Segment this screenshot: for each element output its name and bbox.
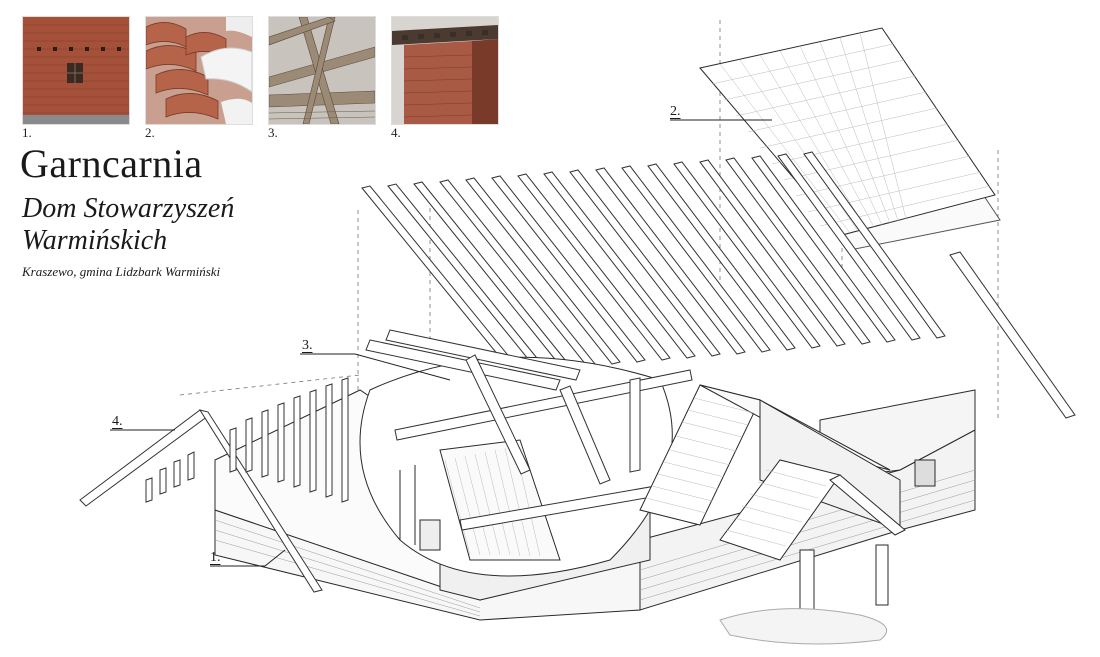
timber-roof-truss-photo-icon: [269, 17, 375, 124]
photo-brick-wall: [22, 16, 130, 125]
location-text: Kraszewo, gmina Lidzbark Warmiński: [22, 264, 221, 279]
interior-cutaway: [359, 356, 673, 577]
photo-number: 4.: [391, 125, 401, 140]
callout-label-3: 3.: [302, 338, 313, 353]
brick-wall-window-photo-icon: [23, 17, 129, 124]
photo-number: 1.: [22, 125, 32, 140]
roof-tiles-snow-photo-icon: [146, 17, 252, 124]
page-title: Garncarnia: [20, 141, 203, 186]
subtitle-line: Warmińskich: [22, 225, 168, 257]
callout-label-2: 2.: [670, 104, 681, 119]
photo-number: 2.: [145, 125, 155, 140]
callout-label-1: 1.: [210, 550, 221, 565]
page-subtitle: Dom Stowarzyszeń Warmińskich: [22, 193, 234, 257]
exploded-roof-tiles: [699, 27, 1001, 251]
front-porch: [639, 384, 906, 645]
roof-rafters: [361, 151, 1076, 419]
callout-label-4: 4.: [112, 414, 123, 429]
callout-leaders: [110, 119, 772, 567]
subtitle-line: Dom Stowarzyszeń: [22, 193, 235, 224]
gable-rafters: [79, 377, 349, 593]
photo-roof-truss: [268, 16, 376, 125]
photo-roof-tiles: [145, 16, 253, 125]
photo-brick-gable: [391, 16, 499, 125]
brick-gable-eaves-photo-icon: [392, 17, 498, 124]
truss-beams: [365, 329, 693, 531]
photo-number: 3.: [268, 125, 278, 140]
